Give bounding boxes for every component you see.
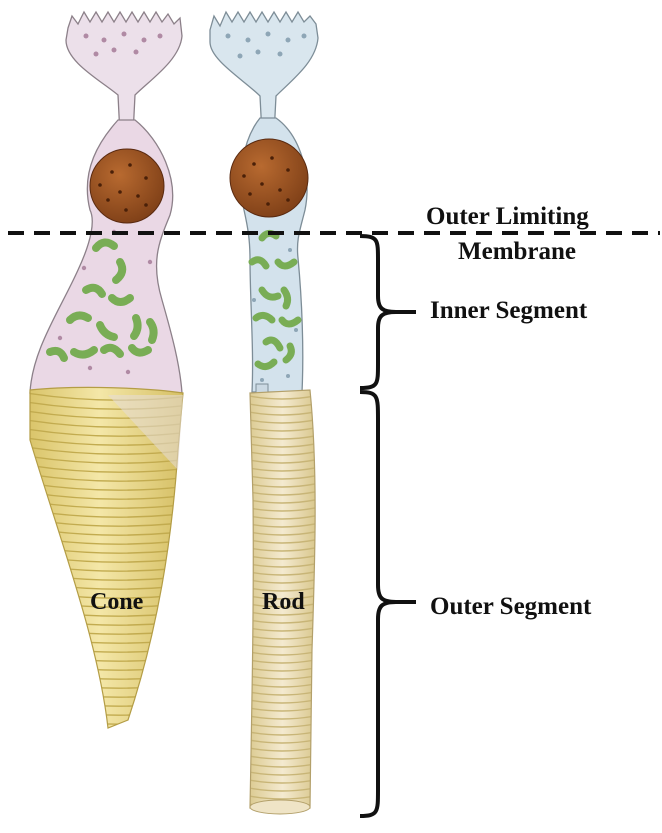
rod-label: Rod <box>262 590 305 614</box>
cone-synaptic-terminal <box>66 12 182 135</box>
cone-cell <box>20 12 190 735</box>
cone-disc <box>20 716 190 724</box>
rod-cell <box>210 12 320 815</box>
cone-label: Cone <box>90 590 143 614</box>
inner-segment-label: Inner Segment <box>430 298 587 323</box>
rod-synaptic-terminal <box>210 12 318 135</box>
outer-limiting-label-line2: Membrane <box>458 239 576 264</box>
outer-segment-label: Outer Segment <box>430 594 591 619</box>
outer-limiting-label-line1: Outer Limiting <box>426 204 589 229</box>
outer-segment-bracket <box>360 392 396 816</box>
inner-segment-bracket <box>360 236 396 388</box>
